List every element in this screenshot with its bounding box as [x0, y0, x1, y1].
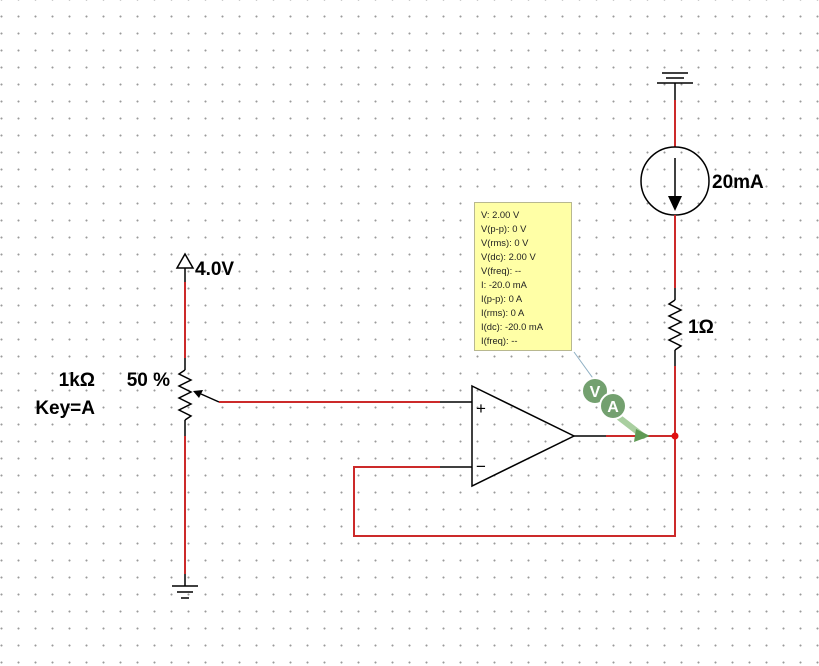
reading-v-rms: V(rms): 0 V	[481, 237, 529, 248]
reading-i-freq: I(freq): --	[481, 335, 518, 346]
reading-v: V: 2.00 V	[481, 209, 520, 220]
pot-key-label: Key=A	[35, 398, 95, 419]
opamp[interactable]	[440, 384, 606, 488]
reading-i: I: -20.0 mA	[481, 279, 527, 290]
current-source-label: 20mA	[712, 172, 764, 193]
reading-v-freq: V(freq): --	[481, 265, 522, 276]
resistor[interactable]	[667, 288, 683, 366]
wiper-arrow-icon	[193, 390, 203, 398]
probe-readings-tooltip: V: 2.00 V V(p-p): 0 V V(rms): 0 V V(dc):…	[474, 202, 572, 351]
ground-top-icon[interactable]	[657, 72, 693, 100]
current-source[interactable]	[640, 146, 710, 216]
junction-node	[671, 432, 679, 440]
opamp-minus-label: −	[476, 457, 486, 476]
reading-v-dc: V(dc): 2.00 V	[481, 251, 536, 262]
svg-text:V: V	[590, 384, 601, 401]
resistor-label: 1Ω	[688, 317, 714, 338]
ground-left-icon[interactable]	[172, 574, 198, 599]
supply-label: 4.0V	[195, 259, 234, 280]
reading-i-dc: I(dc): -20.0 mA	[481, 321, 543, 332]
wire-feedback-loop[interactable]	[353, 436, 676, 537]
pot-resistance-label: 1kΩ	[59, 370, 95, 391]
opamp-plus-label: +	[476, 399, 486, 418]
potentiometer[interactable]	[177, 358, 220, 436]
ammeter-icon: A	[599, 392, 627, 420]
measurement-probe[interactable]: V A	[581, 377, 650, 442]
voltmeter-icon: V	[581, 377, 609, 405]
reading-i-pp: I(p-p): 0 A	[481, 293, 523, 304]
svg-text:A: A	[607, 399, 619, 416]
current-arrow-icon	[668, 196, 682, 211]
reading-i-rms: I(rms): 0 A	[481, 307, 525, 318]
vcc-supply[interactable]	[175, 252, 195, 282]
pot-setting-label: 50 %	[127, 370, 170, 391]
reading-v-pp: V(p-p): 0 V	[481, 223, 527, 234]
